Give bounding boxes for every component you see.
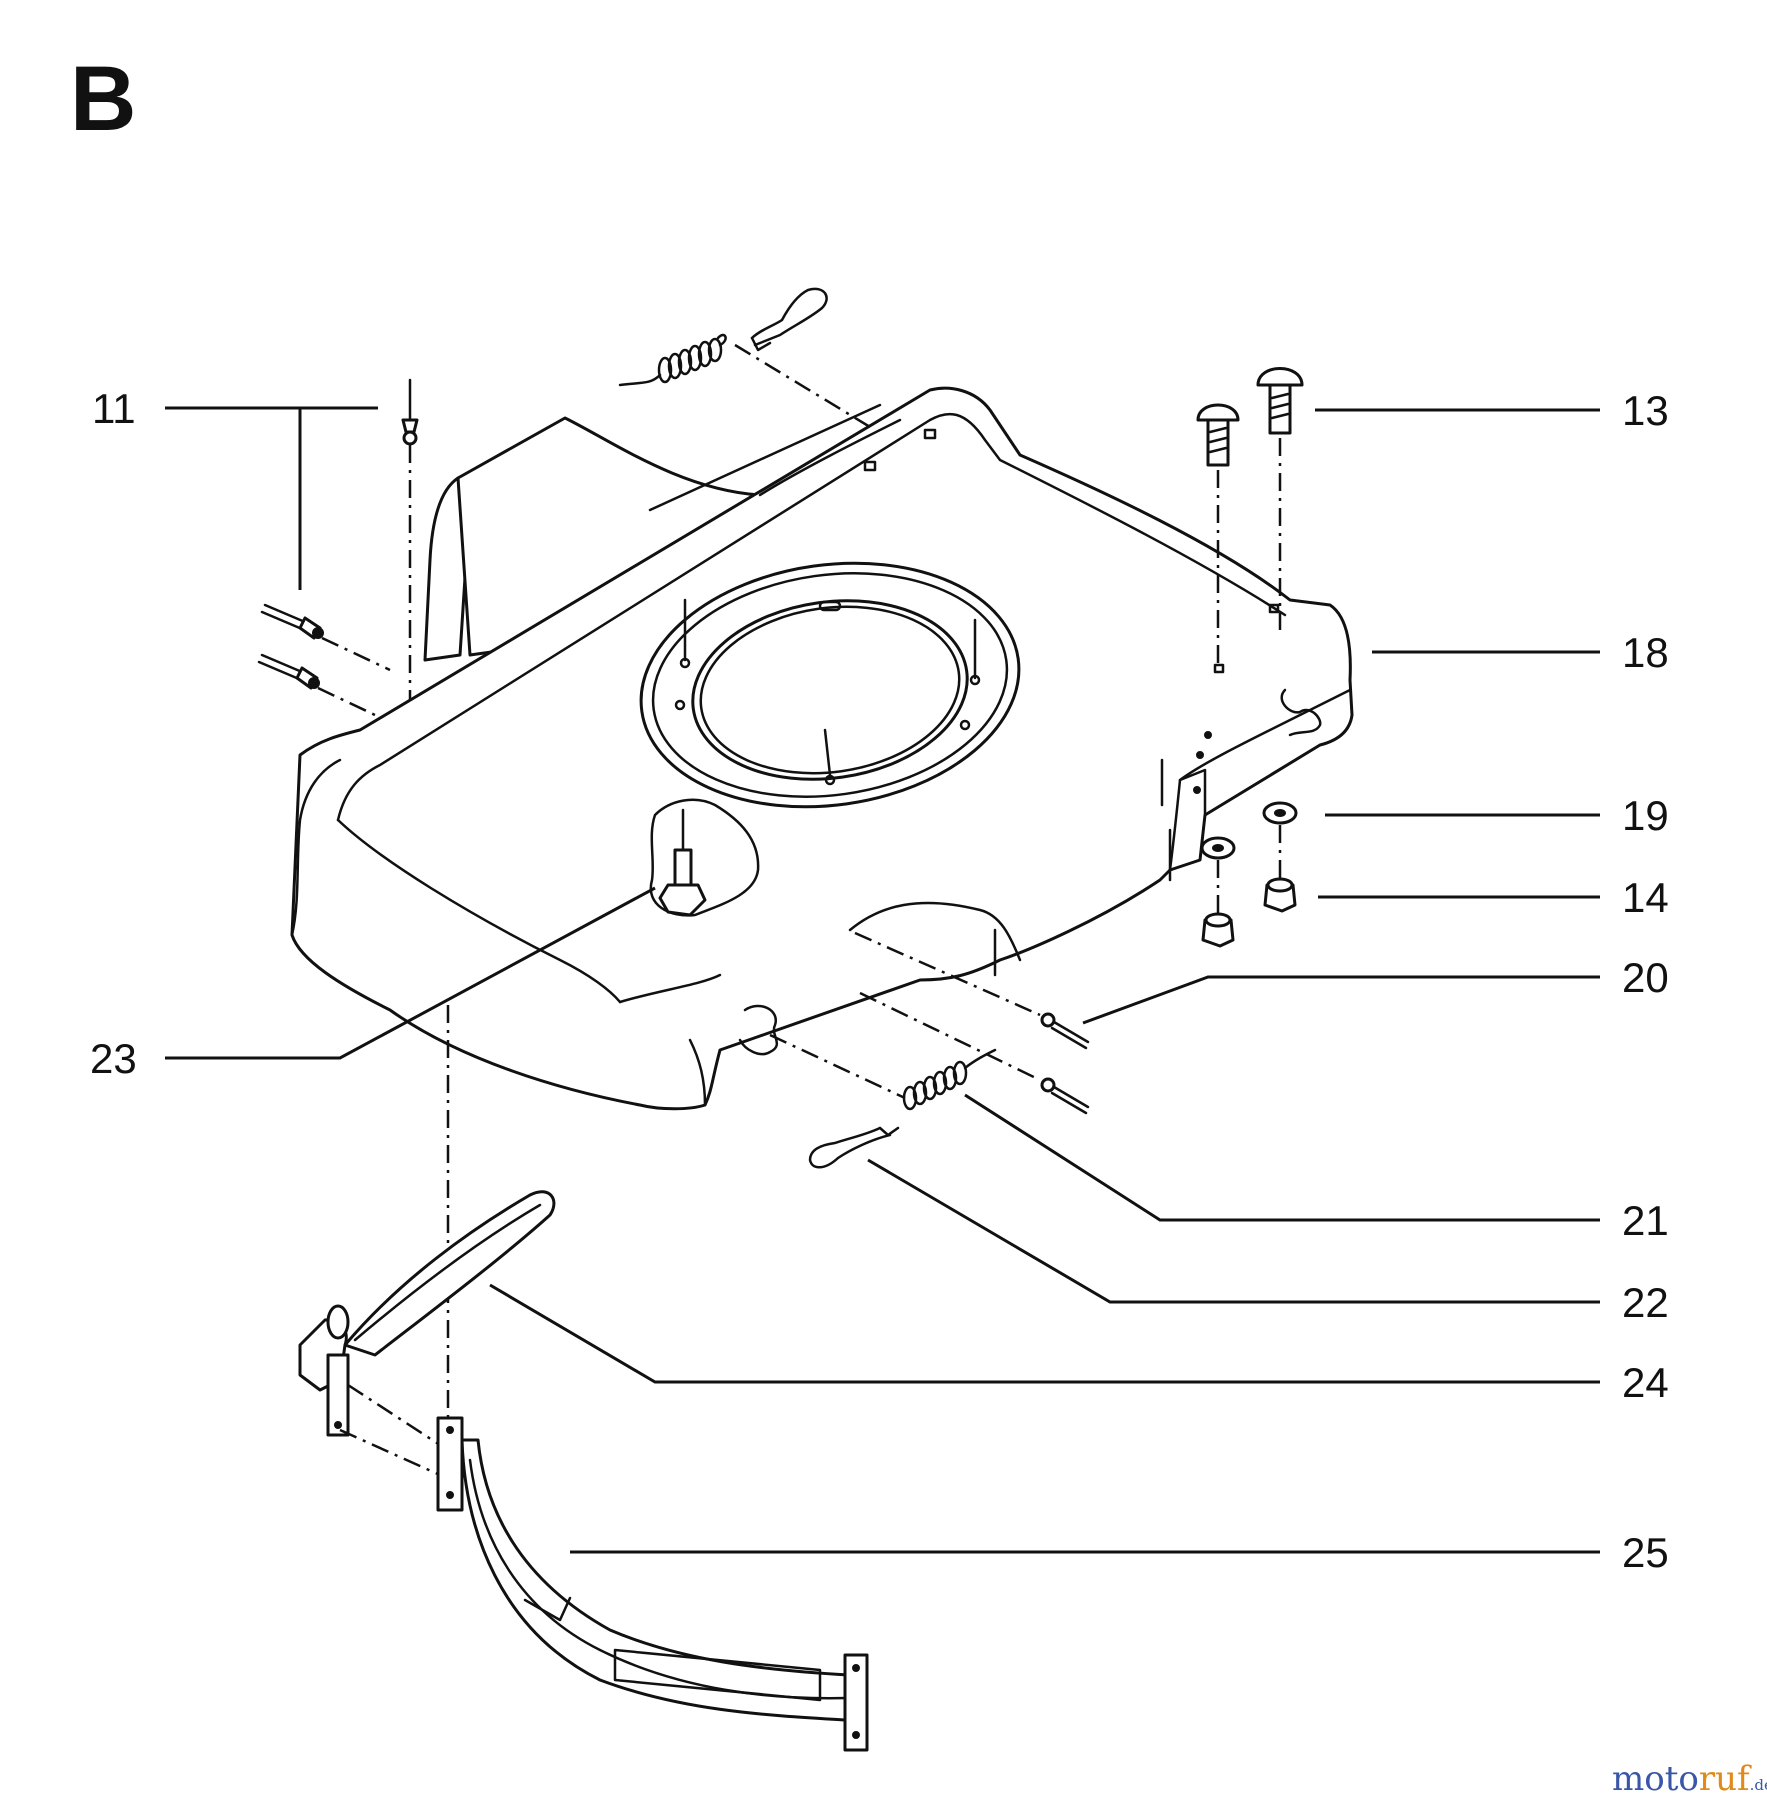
callout-21: 21 bbox=[1622, 1197, 1669, 1244]
callout-20: 20 bbox=[1622, 954, 1669, 1001]
washer-icon bbox=[1200, 836, 1236, 860]
lock-nut-icon bbox=[1201, 912, 1235, 948]
hairpin-clip-icon bbox=[750, 287, 828, 352]
callout-18: 18 bbox=[1622, 629, 1669, 676]
callout-13: 13 bbox=[1622, 387, 1669, 434]
motor-mount-ring bbox=[639, 561, 1021, 809]
carriage-bolt-icon bbox=[1196, 403, 1240, 665]
callout-25: 25 bbox=[1622, 1529, 1669, 1576]
callout-labels: 11 13 18 19 14 20 23 21 22 24 25 bbox=[90, 385, 1669, 1576]
rivet-pin-icon bbox=[260, 603, 391, 672]
rivet-pin-icon bbox=[257, 653, 376, 717]
rivet-pin-icon bbox=[1040, 1077, 1090, 1115]
spring-icon bbox=[769, 1033, 997, 1111]
callout-11: 11 bbox=[92, 385, 136, 432]
bag-frame-strip bbox=[436, 1416, 869, 1752]
watermark: motoruf.de bbox=[1612, 1759, 1767, 1799]
callout-19: 19 bbox=[1622, 792, 1669, 839]
rivet-pin-icon bbox=[401, 378, 419, 700]
callout-23: 23 bbox=[90, 1035, 137, 1082]
hairpin-clip-icon bbox=[808, 1126, 900, 1169]
callout-14: 14 bbox=[1622, 874, 1669, 921]
bolt-icon bbox=[649, 798, 760, 917]
leader-lines bbox=[165, 406, 1600, 1554]
rivet-pin-icon bbox=[1040, 1012, 1090, 1050]
carriage-bolt-icon bbox=[1256, 367, 1304, 630]
section-letter: B bbox=[70, 48, 136, 150]
spring-icon bbox=[618, 333, 727, 387]
washer-icon bbox=[1262, 801, 1298, 825]
callout-22: 22 bbox=[1622, 1279, 1669, 1326]
handle-bracket bbox=[298, 1190, 556, 1437]
callout-24: 24 bbox=[1622, 1359, 1669, 1406]
lock-nut-icon bbox=[1263, 877, 1297, 913]
